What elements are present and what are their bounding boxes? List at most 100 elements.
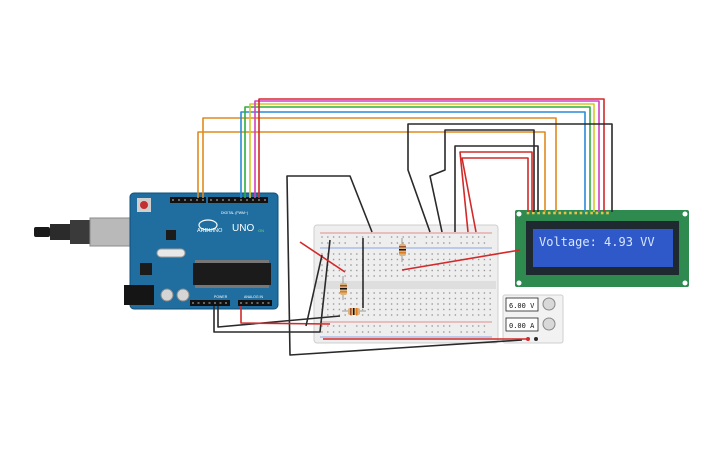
- regulator-chip: [140, 263, 152, 275]
- breadboard-hole: [379, 314, 381, 316]
- breadboard-hole: [483, 308, 486, 311]
- breadboard-hole: [379, 303, 381, 305]
- breadboard-hole: [477, 264, 480, 266]
- breadboard-hole: [321, 242, 323, 244]
- current-knob[interactable]: [542, 317, 556, 331]
- breadboard-hole: [367, 292, 370, 294]
- breadboard-hole: [448, 297, 451, 300]
- header-pin: [264, 199, 266, 201]
- breadboard-hole: [379, 297, 381, 300]
- breadboard-hole: [385, 314, 387, 316]
- breadboard-hole: [350, 275, 352, 277]
- breadboard-hole: [385, 308, 387, 311]
- voltage-knob[interactable]: [542, 297, 556, 311]
- breadboard-holes: [321, 236, 491, 333]
- breadboard-hole: [396, 258, 399, 261]
- resistor-r2[interactable]: [340, 276, 347, 300]
- breadboard-hole: [414, 242, 416, 244]
- breadboard-hole: [390, 325, 393, 327]
- breadboard-hole: [390, 292, 393, 294]
- breadboard-hole: [443, 325, 445, 327]
- breadboard-hole: [367, 264, 370, 266]
- breadboard-hole: [373, 253, 375, 255]
- breadboard-hole: [466, 325, 468, 327]
- arduino-logo-icon: [198, 219, 218, 231]
- breadboard-hole: [367, 331, 370, 333]
- breadboard-hole: [332, 242, 335, 244]
- breadboard-hole: [367, 253, 370, 255]
- breadboard-hole: [460, 297, 462, 300]
- breadboard-hole: [373, 236, 375, 238]
- breadboard-hole: [373, 303, 375, 305]
- breadboard-hole: [361, 331, 364, 333]
- breadboard-hole: [419, 264, 422, 266]
- breadboard-hole: [332, 308, 335, 311]
- breadboard-hole: [477, 269, 480, 272]
- power-jack: [124, 285, 154, 305]
- breadboard-hole: [379, 325, 381, 327]
- breadboard[interactable]: [313, 224, 499, 344]
- breadboard-hole: [489, 308, 491, 311]
- header-pin: [203, 302, 205, 304]
- resistor-r3[interactable]: [342, 308, 366, 315]
- lcd-pin: [606, 211, 609, 215]
- breadboard-hole: [373, 242, 375, 244]
- header-pin: [184, 199, 186, 201]
- breadboard-hole: [338, 325, 341, 327]
- breadboard-hole: [367, 269, 370, 272]
- breadboard-hole: [431, 308, 433, 311]
- breadboard-hole: [437, 275, 439, 277]
- breadboard-hole: [390, 269, 393, 272]
- arduino-uno-board[interactable]: ARDUINO UNO DIGITAL (PWM~) POWER ANALOG …: [34, 192, 279, 310]
- breadboard-hole: [483, 236, 486, 238]
- breadboard-hole: [489, 275, 491, 277]
- breadboard-hole: [402, 242, 404, 244]
- dc-power-supply[interactable]: 6.00 V 0.00 A: [502, 294, 564, 344]
- breadboard-hole: [327, 236, 329, 238]
- breadboard-hole: [356, 258, 358, 261]
- breadboard-hole: [477, 331, 480, 333]
- breadboard-hole: [483, 303, 486, 305]
- lcd-16x2[interactable]: Voltage: 4.93 VV: [515, 210, 689, 287]
- lcd-pin: [590, 211, 593, 215]
- breadboard-hole: [443, 314, 445, 316]
- breadboard-hole: [437, 292, 439, 294]
- breadboard-hole: [385, 253, 387, 255]
- breadboard-hole: [466, 331, 468, 333]
- breadboard-hole: [437, 253, 439, 255]
- breadboard-hole: [361, 308, 364, 311]
- breadboard-hole: [425, 297, 428, 300]
- breadboard-hole: [367, 275, 370, 277]
- breadboard-hole: [408, 269, 410, 272]
- breadboard-hole: [338, 275, 341, 277]
- lcd-pin: [526, 211, 530, 215]
- breadboard-hole: [321, 297, 323, 300]
- breadboard-hole: [437, 258, 439, 261]
- resistor-r1[interactable]: [399, 238, 406, 262]
- breadboard-hole: [419, 308, 422, 311]
- header-pin: [222, 199, 224, 201]
- breadboard-hole: [489, 292, 491, 294]
- breadboard-hole: [472, 331, 474, 333]
- breadboard-hole: [419, 292, 422, 294]
- breadboard-hole: [437, 269, 439, 272]
- breadboard-hole: [414, 314, 416, 316]
- breadboard-hole: [396, 314, 399, 316]
- negative-terminal[interactable]: [534, 337, 538, 341]
- breadboard-hole: [454, 303, 457, 305]
- on-led-label: ON: [258, 228, 264, 233]
- breadboard-hole: [414, 325, 416, 327]
- header-pin: [245, 302, 248, 304]
- breadboard-hole: [437, 303, 439, 305]
- breadboard-hole: [344, 325, 346, 327]
- breadboard-hole: [414, 269, 416, 272]
- header-pin: [216, 199, 218, 201]
- breadboard-hole: [472, 297, 474, 300]
- usb-cable-plug: [34, 227, 50, 237]
- lcd-pin: [547, 211, 551, 215]
- breadboard-hole: [472, 269, 474, 272]
- breadboard-hole: [489, 253, 491, 255]
- capacitor: [176, 288, 190, 302]
- breadboard-hole: [489, 303, 491, 305]
- breadboard-hole: [356, 331, 358, 333]
